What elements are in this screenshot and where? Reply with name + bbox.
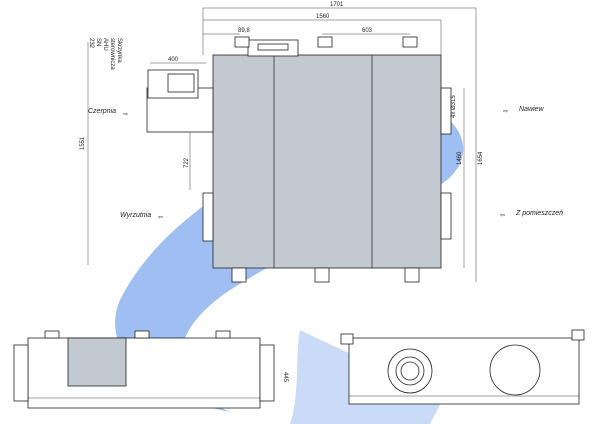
svg-text:AHU: AHU xyxy=(102,38,108,51)
svg-text:232: 232 xyxy=(88,38,94,49)
arrow-from-room: ⇦ xyxy=(500,213,505,219)
dim-left-offset: 89,8 xyxy=(238,28,250,34)
dim-overall-width: 1701 xyxy=(330,2,344,8)
side-view xyxy=(340,329,585,405)
unit-body xyxy=(212,54,442,269)
svg-text:Skrzynka: Skrzynka xyxy=(116,38,122,63)
svg-text:sterownicza: sterownicza xyxy=(109,38,115,70)
dim-control-box: 400 xyxy=(168,57,179,63)
control-box-note: Skrzynka sterownicza AHU SN 232 xyxy=(88,38,122,70)
label-exhaust: Wyrzutnia xyxy=(120,212,151,219)
dim-right-height: 1654 xyxy=(478,151,484,165)
dim-front-height: 445 xyxy=(282,372,288,383)
dim-duct-spacing: 603 xyxy=(362,28,373,34)
room-duct xyxy=(440,192,452,240)
exhaust-duct xyxy=(202,192,214,242)
label-from-room: Z pomieszczeń xyxy=(515,210,563,217)
dim-inner-width: 1560 xyxy=(316,14,330,20)
arrow-supply: ⇨ xyxy=(503,109,508,115)
label-intake: Czerpnia xyxy=(88,108,116,115)
arrow-exhaust: ⇦ xyxy=(158,215,163,221)
dim-duct-diameter: 4x Ø315 xyxy=(451,95,457,118)
duct-circle-right xyxy=(489,344,541,396)
dim-lower-duct: 722 xyxy=(184,157,190,168)
top-view xyxy=(87,7,477,283)
dim-side-height: 1460 xyxy=(457,151,463,165)
label-supply: Nawiew xyxy=(519,106,544,113)
front-view xyxy=(13,330,275,409)
dim-overall-height: 1551 xyxy=(80,136,86,150)
supply-duct xyxy=(440,87,452,135)
svg-text:SN: SN xyxy=(95,38,101,46)
arrow-intake: ⇨ xyxy=(123,112,128,118)
